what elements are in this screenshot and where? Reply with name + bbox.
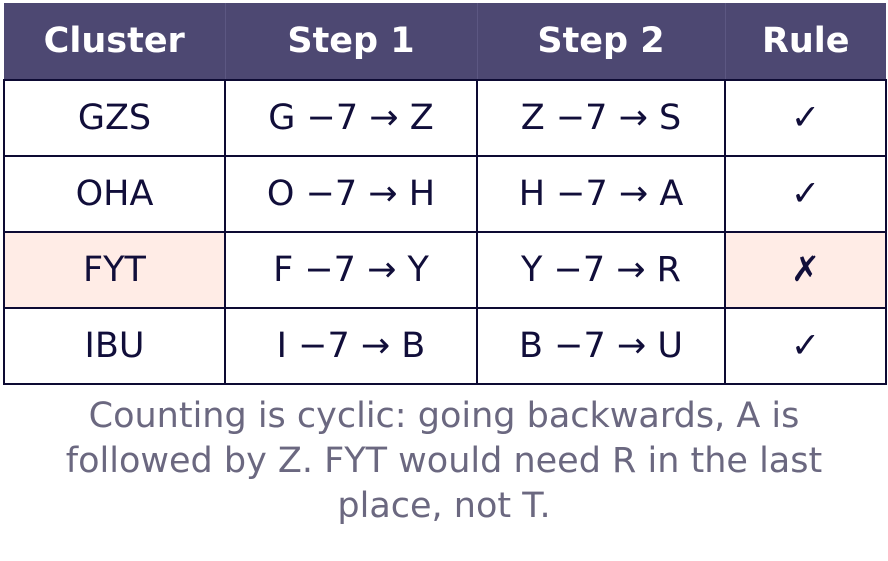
cell-step-2: B −7 → U: [476, 307, 726, 385]
cell-cluster: FYT: [3, 231, 226, 309]
header-cluster: Cluster: [4, 3, 226, 80]
cell-cluster: IBU: [3, 307, 226, 385]
table-row: GZS G −7 → Z Z −7 → S ✓: [3, 79, 887, 157]
cell-rule-check: ✓: [724, 155, 887, 233]
header-step-1: Step 1: [225, 3, 478, 80]
header-step-2: Step 2: [477, 3, 726, 80]
cell-rule-cross: ✗: [724, 231, 887, 309]
cell-rule-check: ✓: [724, 307, 887, 385]
cell-step-2: H −7 → A: [476, 155, 726, 233]
cell-step-2: Z −7 → S: [476, 79, 726, 157]
cluster-table: Cluster Step 1 Step 2 Rule GZS G −7 → Z …: [3, 3, 887, 385]
explanation-note: Counting is cyclic: going backwards, A i…: [65, 396, 823, 526]
cell-cluster: OHA: [3, 155, 226, 233]
cluster-table-container: Cluster Step 1 Step 2 Rule GZS G −7 → Z …: [3, 3, 887, 385]
header-rule: Rule: [725, 3, 886, 80]
cell-step-1: I −7 → B: [224, 307, 478, 385]
table-header-row: Cluster Step 1 Step 2 Rule: [4, 3, 886, 80]
cell-step-1: O −7 → H: [224, 155, 478, 233]
table-row-highlighted: FYT F −7 → Y Y −7 → R ✗: [3, 231, 887, 309]
table-row: OHA O −7 → H H −7 → A ✓: [3, 155, 887, 233]
table-row: IBU I −7 → B B −7 → U ✓: [3, 307, 887, 385]
cell-cluster: GZS: [3, 79, 226, 157]
cell-step-2: Y −7 → R: [476, 231, 726, 309]
cell-step-1: F −7 → Y: [224, 231, 478, 309]
cell-rule-check: ✓: [724, 79, 887, 157]
cell-step-1: G −7 → Z: [224, 79, 478, 157]
